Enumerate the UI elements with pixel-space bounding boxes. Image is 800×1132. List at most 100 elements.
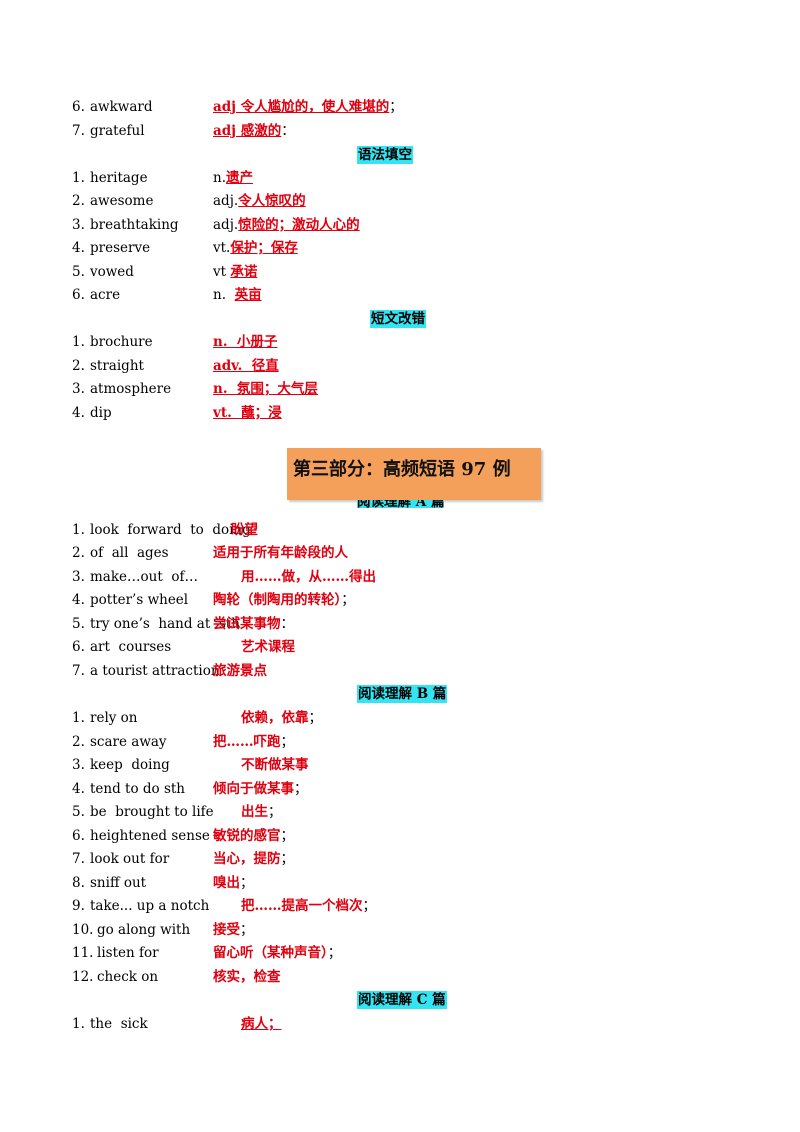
item-term: look out for: [90, 851, 170, 867]
reading-a-row: 1. look forward to doing 盼望: [72, 520, 732, 540]
item-term: take... up a notch: [90, 898, 210, 914]
item-term: a tourist attraction: [90, 663, 220, 679]
item-number: 2.: [72, 545, 85, 561]
item-number: 4.: [72, 405, 85, 421]
item-term: potter’s wheel: [90, 592, 189, 608]
item-number: 1.: [72, 170, 85, 186]
item-term: heritage: [90, 170, 148, 186]
item-term: be brought to life: [90, 804, 214, 820]
item-number: 7.: [72, 123, 85, 139]
item-punct: ；: [308, 710, 323, 726]
item-number: 10.: [72, 922, 94, 938]
item-term: try one’s hand at sth: [90, 616, 240, 632]
item-number: 3.: [72, 217, 85, 233]
item-definition: 英亩: [234, 287, 262, 303]
item-term: listen for: [97, 945, 159, 961]
item-punct: ；: [280, 851, 295, 867]
reading-b-row: 1. rely on 依赖，依靠；: [72, 708, 732, 728]
item-number: 6.: [72, 287, 85, 303]
item-definition: 陶轮（制陶用的转轮）: [213, 592, 342, 608]
reading-b-row: 6. heightened sense 敏锐的感官；: [72, 826, 732, 846]
item-definition: 依赖，依靠: [241, 710, 309, 726]
grammar-row: 5. vowed vt 承诺: [72, 262, 732, 282]
item-number: 2.: [72, 193, 85, 209]
item-term: awesome: [90, 193, 154, 209]
item-pos: n.: [213, 287, 235, 303]
item-term: brochure: [90, 334, 153, 350]
item-term: art courses: [90, 639, 172, 655]
item-punct: ；: [362, 898, 377, 914]
reading-b-row: 12. check on 核实，检查: [72, 967, 732, 987]
reading-b-row: 4. tend to do sth 倾向于做某事；: [72, 779, 732, 799]
reading-b-row: 8. sniff out 嗅出；: [72, 873, 732, 893]
section-heading-correction: 短文改错: [370, 310, 426, 328]
item-definition: vt. 蘸；浸: [213, 405, 282, 421]
item-definition: 盼望: [231, 522, 258, 538]
reading-a-row: 2. of all ages 适用于所有年龄段的人: [72, 543, 732, 563]
item-definition: n. 氛围；大气层: [213, 381, 318, 397]
item-punct: ；: [240, 922, 254, 938]
item-term: tend to do sth: [90, 781, 185, 797]
item-definition: 病人；: [241, 1016, 282, 1032]
item-term: the sick: [90, 1016, 148, 1032]
item-term: check on: [97, 969, 159, 985]
item-punct: ；: [268, 804, 282, 820]
section-heading-reading-b: 阅读理解 B 篇: [357, 685, 448, 703]
part-title-box: 第三部分：高频短语 97 例: [287, 448, 541, 500]
reading-b-row: 2. scare away 把……吓跑；: [72, 732, 732, 752]
grammar-row: 1. heritage n.遗产: [72, 168, 732, 188]
item-term: go along with: [97, 922, 191, 938]
item-number: 4.: [72, 592, 85, 608]
reading-a-row: 7. a tourist attraction 旅游景点: [72, 661, 732, 681]
section-heading-reading-a: 阅读理解 A 篇: [357, 500, 445, 508]
reading-b-row: 10. go along with 接受；: [72, 920, 732, 940]
item-term: vowed: [90, 264, 134, 280]
item-number: 6.: [72, 639, 85, 655]
item-definition: 敏锐的感官: [213, 828, 281, 844]
item-term: straight: [90, 358, 144, 374]
reading-c-row: 1. the sick 病人；: [72, 1014, 732, 1034]
item-punct: ；: [294, 781, 308, 797]
item-term: sniff out: [90, 875, 147, 891]
item-definition: 艺术课程: [241, 639, 295, 655]
item-punct: ；: [280, 734, 295, 750]
item-definition: 接受: [213, 922, 240, 938]
item-pos: n.: [213, 170, 226, 186]
reading-a-row: 4. potter’s wheel 陶轮（制陶用的转轮）；: [72, 590, 732, 610]
item-punct: ：: [280, 616, 295, 632]
item-term: awkward: [90, 99, 153, 115]
reading-a-row: 6. art courses 艺术课程: [72, 637, 732, 657]
item-definition: 当心，提防: [213, 851, 281, 867]
grammar-row: 3. breathtaking adj.惊险的；激动人心的: [72, 215, 732, 235]
item-term: look forward to doing: [90, 522, 251, 538]
item-number: 1.: [72, 522, 85, 538]
item-term: dip: [90, 405, 112, 421]
item-term: rely on: [90, 710, 138, 726]
item-number: 7.: [72, 851, 85, 867]
correction-row: 4. dip vt. 蘸；浸: [72, 403, 732, 423]
grammar-row: 2. awesome adj.令人惊叹的: [72, 191, 732, 211]
item-definition: 用……做，从……得出: [241, 569, 376, 585]
item-term: breathtaking: [90, 217, 179, 233]
item-definition: 承诺: [230, 264, 258, 280]
item-definition: n. 小册子: [213, 334, 278, 350]
item-number: 8.: [72, 875, 85, 891]
item-number: 2.: [72, 734, 85, 750]
item-term: make…out of…: [90, 569, 198, 585]
item-number: 5.: [72, 264, 85, 280]
item-number: 3.: [72, 381, 85, 397]
item-definition: 适用于所有年龄段的人: [213, 545, 348, 561]
item-number: 11.: [72, 945, 94, 961]
item-punct: ；: [280, 828, 295, 844]
item-definition: 遗产: [226, 170, 253, 186]
item-definition: 惊险的；激动人心的: [238, 217, 360, 233]
item-term: atmosphere: [90, 381, 172, 397]
item-punct: ；: [341, 592, 355, 608]
item-term: heightened sense: [90, 828, 210, 844]
vocab-row: 7. grateful adj 感激的：: [72, 121, 732, 141]
item-number: 1.: [72, 334, 85, 350]
item-definition: 令人惊叹的: [238, 193, 306, 209]
section-heading-grammar: 语法填空: [357, 146, 413, 164]
grammar-row: 4. preserve vt.保护；保存: [72, 238, 732, 258]
item-definition: 把……提高一个档次: [241, 898, 363, 914]
